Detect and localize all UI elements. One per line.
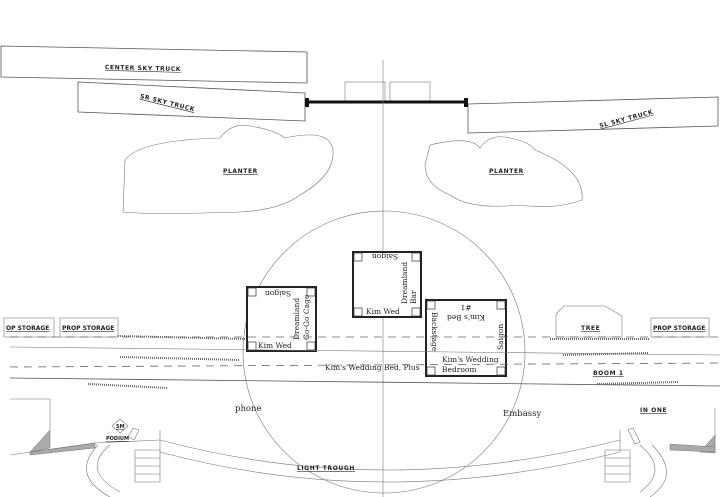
bar-top-label: Saigon [372,252,398,261]
battens [9,335,720,389]
prop-storage-right-label: PROP STORAGE [653,325,705,332]
sl-sky-truck: SL SKY TRUCK [467,96,719,134]
prop-storage-right: PROP STORAGE [650,317,710,338]
tree-label: TREE [581,325,600,332]
bedroom-top-line2: #1 [460,303,471,312]
proscenium [9,398,716,497]
bedroom-name-line1: Kim's Wedding [442,355,499,364]
podium-sm-label: SM [116,424,125,430]
bar-bottom-label: Kim Wed [366,307,400,316]
bedroom-side-left: Backstage [430,312,439,352]
bedroom-top-line1: Kim's Bed [447,313,485,322]
phone-label: phone [235,404,262,414]
bar-name-line2: Bar [409,290,418,304]
gogo-bottom-label: Kim Wed [258,341,292,350]
light-trough-label: LIGHT TROUGH [297,465,355,472]
gogo-top-label: Saigon [265,289,291,298]
sr-sky-truck-label: SR SKY TRUCK [139,93,195,113]
sr-sky-truck: SR SKY TRUCK [77,81,306,122]
planter-right-label: PLANTER [489,168,524,175]
tree: TREE [555,305,623,338]
storage-left-partial: OP STORAGE [3,317,55,338]
planter-left-label: PLANTER [223,168,258,175]
sl-sky-truck-label: SL SKY TRUCK [599,109,654,130]
prop-storage-left-label: PROP STORAGE [62,325,114,332]
storage-left-partial-label: OP STORAGE [6,325,49,332]
dreamland-gogo-cage: Saigon Dreamland Go-Go Cage Kim Wed [246,286,317,352]
turntable [242,210,526,494]
kims-wedding-bedroom: #1 Kim's Bed Backstage Saigon Kim's Wedd… [425,299,507,377]
wedding-bed-label: Kim's Wedding Bed, Plus [325,363,420,372]
gogo-name-line2: Go-Go Cage [302,294,311,340]
bedroom-name-line2: Bedroom [442,365,476,374]
prop-storage-left: PROP STORAGE [59,317,119,338]
in-one-label: IN ONE [640,407,667,414]
embassy-label: Embassy [503,409,541,419]
planter-right: PLANTER [424,136,583,207]
dreamland-bar: Saigon Dreamland Bar Kim Wed [352,251,422,318]
gogo-name-line1: Dreamland [292,298,301,340]
sm-podium: SM PODIUM [106,418,129,442]
podium-label: PODIUM [106,436,129,442]
planter-left: PLANTER [122,124,334,214]
upstage-wall [305,81,468,107]
boom-label: BOOM 1 [593,370,624,377]
center-sky-truck-label: CENTER SKY TRUCK [105,64,181,73]
center-sky-truck: CENTER SKY TRUCK [0,45,308,84]
bar-name-line1: Dreamland [400,262,409,304]
